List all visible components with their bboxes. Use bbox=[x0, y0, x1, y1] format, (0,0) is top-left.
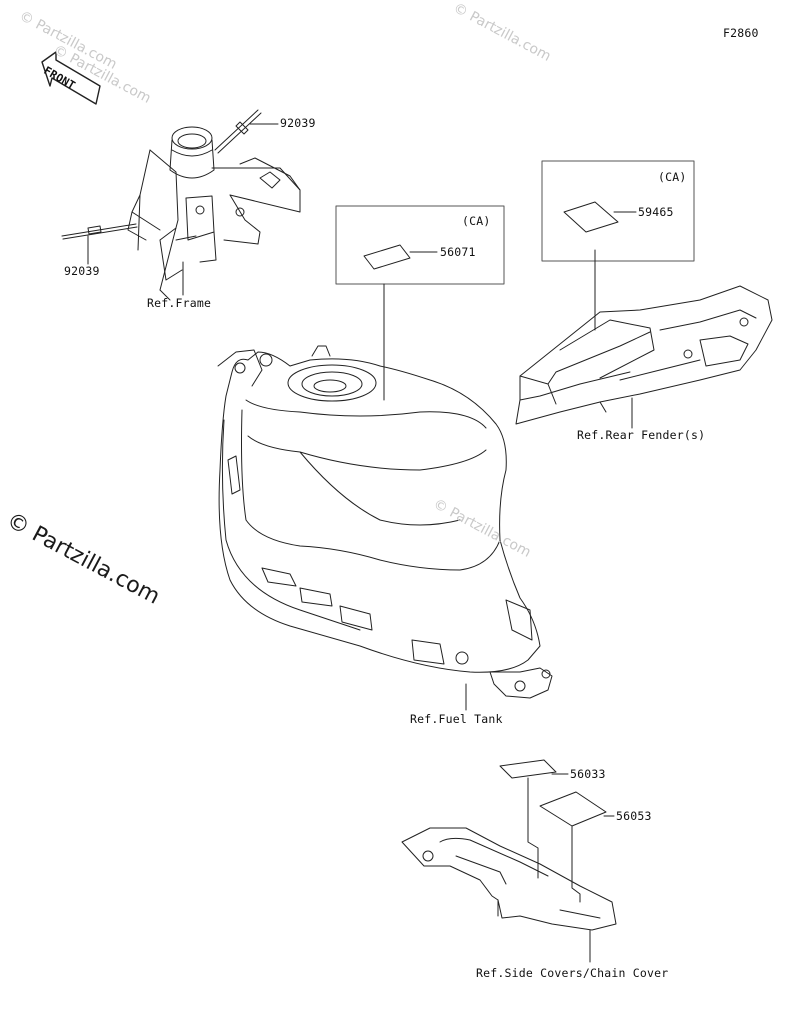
callout-92039-lower[interactable]: 92039 bbox=[64, 264, 100, 278]
callout-56033[interactable]: 56033 bbox=[570, 767, 606, 781]
callout-59465[interactable]: 59465 bbox=[638, 205, 674, 219]
ca-tank: (CA) bbox=[462, 214, 491, 228]
frame-part bbox=[128, 127, 300, 300]
chain-cover-part bbox=[402, 828, 616, 930]
ref-side-covers[interactable]: Ref.Side Covers/Chain Cover bbox=[476, 966, 669, 980]
ref-fuel-tank[interactable]: Ref.Fuel Tank bbox=[410, 712, 503, 726]
callout-56053[interactable]: 56053 bbox=[616, 809, 652, 823]
callout-56071[interactable]: 56071 bbox=[440, 245, 476, 259]
fuel-tank-part bbox=[218, 346, 552, 698]
ca-fender: (CA) bbox=[658, 170, 687, 184]
rear-fender-part bbox=[516, 286, 772, 424]
bolt-lower bbox=[62, 224, 137, 264]
figure-code: F2860 bbox=[723, 26, 759, 40]
ref-frame[interactable]: Ref.Frame bbox=[147, 296, 212, 310]
ref-rear-fender[interactable]: Ref.Rear Fender(s) bbox=[577, 428, 706, 442]
bolt-upper bbox=[215, 110, 278, 153]
callout-92039-upper[interactable]: 92039 bbox=[280, 116, 316, 130]
front-arrow-icon bbox=[42, 52, 100, 104]
